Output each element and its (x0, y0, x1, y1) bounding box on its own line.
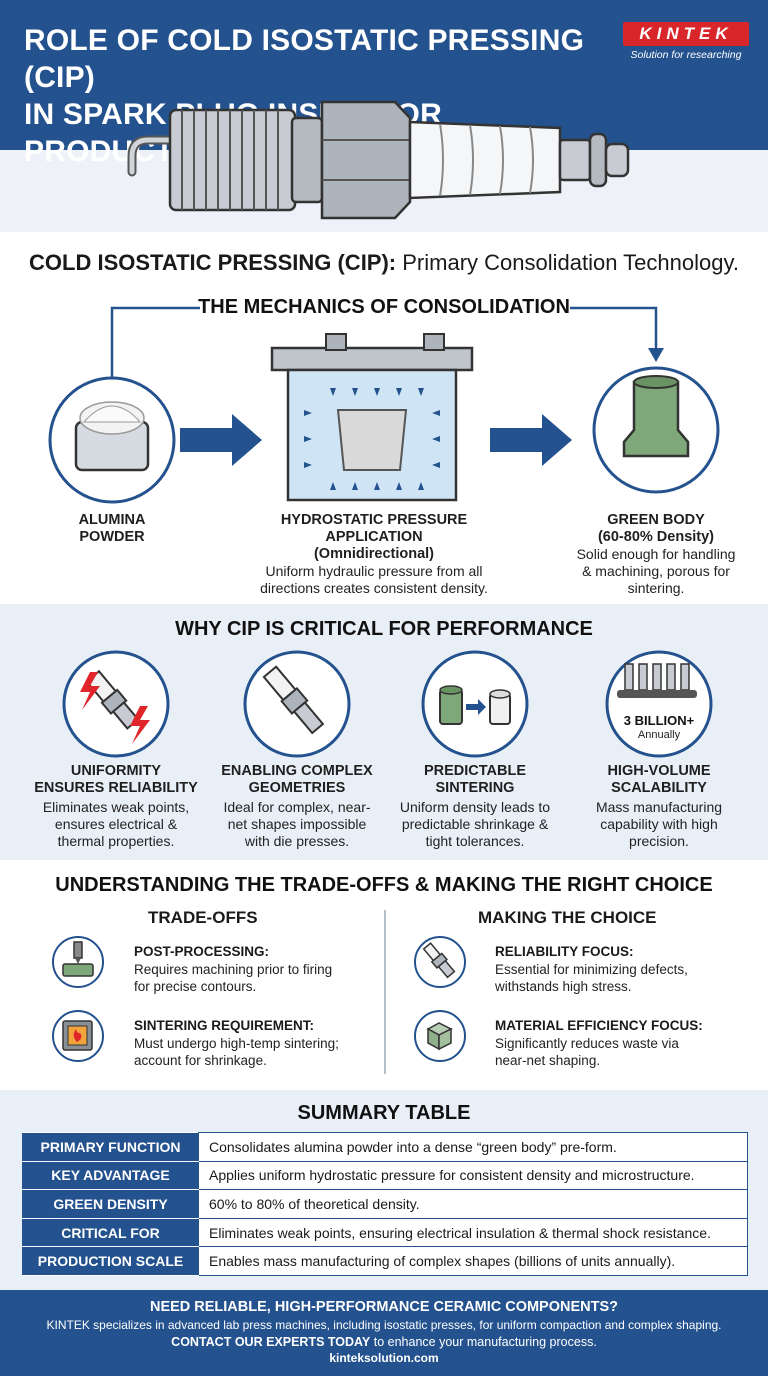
choice-material-efficiency-desc: Significantly reduces waste via near-net… (495, 1036, 679, 1068)
header: ROLE OF COLD ISOSTATIC PRESSING (CIP) IN… (0, 0, 768, 232)
logo-tagline: Solution for researching (630, 49, 742, 61)
step-alumina-powder-label: ALUMINA POWDER (78, 512, 146, 545)
spark-plug-illustration (127, 100, 630, 220)
step-hydrostatic-desc: Uniform hydraulic pressure from all dire… (260, 563, 488, 596)
tradeoff-post-processing-desc: Requires machining prior to firing for p… (134, 962, 333, 994)
row-key: CRITICAL FOR (22, 1217, 199, 1248)
subtitle: COLD ISOSTATIC PRESSING (CIP): Primary C… (0, 250, 768, 276)
row-value: Enables mass manufacturing of complex sh… (198, 1246, 748, 1276)
tradeoff-sintering-desc: Must undergo high-temp sintering; accoun… (134, 1036, 339, 1068)
cta-bold[interactable]: CONTACT OUR EXPERTS TODAY (171, 1335, 371, 1349)
tradeoff-sintering-title: SINTERING REQUIREMENT: (134, 1018, 315, 1033)
choice-material-efficiency-title: MATERIAL EFFICIENCY FOCUS: (495, 1018, 703, 1033)
footer: NEED RELIABLE, HIGH-PERFORMANCE CERAMIC … (0, 1290, 768, 1376)
footer-headline: NEED RELIABLE, HIGH-PERFORMANCE CERAMIC … (149, 1299, 619, 1315)
scalability-badge-sub: Annually (637, 729, 681, 741)
why-item-uniformity-title: UNIFORMITY ENSURES RELIABILITY (34, 763, 198, 796)
logo-wordmark: KINTEK (623, 22, 749, 46)
row-key: KEY ADVANTAGE (22, 1160, 199, 1191)
summary-title: SUMMARY TABLE (297, 1102, 471, 1124)
table-row: PRODUCTION SCALE Enables mass manufactur… (22, 1246, 748, 1276)
why-item-geometry-title: ENABLING COMPLEX GEOMETRIES (221, 763, 373, 796)
footer-cta[interactable]: CONTACT OUR EXPERTS TODAY to enhance you… (0, 1335, 768, 1349)
row-key: GREEN DENSITY (22, 1189, 199, 1219)
why-icons (62, 650, 713, 758)
tradeoff-post-processing-title: POST-PROCESSING: (134, 944, 270, 959)
table-row: KEY ADVANTAGE Applies uniform hydrostati… (22, 1160, 748, 1191)
choice-reliability-title: RELIABILITY FOCUS: (495, 944, 634, 959)
mechanics-diagram (48, 306, 720, 504)
why-title: WHY CIP IS CRITICAL FOR PERFORMANCE (175, 618, 593, 640)
cube-icon (414, 1010, 466, 1062)
step-green-body-desc: Solid enough for handling & machining, p… (576, 546, 736, 596)
tradeoffs-right-head: MAKING THE CHOICE (478, 908, 657, 927)
tradeoffs-title: UNDERSTANDING THE TRADE-OFFS & MAKING TH… (55, 874, 713, 896)
scalability-badge: 3 BILLION+ (623, 713, 695, 728)
row-key: PRIMARY FUNCTION (22, 1132, 199, 1162)
footer-website-link[interactable]: kinteksolution.com (329, 1351, 439, 1365)
row-value: Applies uniform hydrostatic pressure for… (198, 1160, 748, 1191)
row-value: Consolidates alumina powder into a dense… (198, 1132, 748, 1162)
machining-icon (52, 936, 104, 988)
row-value: 60% to 80% of theoretical density. (198, 1189, 748, 1219)
step-green-body-label: GREEN BODY (60-80% Density) (597, 512, 715, 545)
why-item-sintering-title: PREDICTABLE SINTERING (423, 763, 527, 796)
tradeoffs-left-head: TRADE-OFFS (148, 908, 258, 927)
table-row: GREEN DENSITY 60% to 80% of theoretical … (22, 1189, 748, 1219)
choice-reliability-desc: Essential for minimizing defects, withst… (495, 962, 688, 994)
row-key: PRODUCTION SCALE (22, 1246, 199, 1276)
table-row: CRITICAL FOR Eliminates weak points, ens… (22, 1217, 748, 1248)
kintek-logo[interactable]: KINTEK Solution for researching (620, 22, 752, 64)
why-item-sintering-desc: Uniform density leads to predictable shr… (399, 799, 551, 849)
column-divider (384, 910, 386, 1074)
spark-plug-icon (414, 936, 466, 988)
summary-table: PRIMARY FUNCTION Consolidates alumina po… (22, 1132, 748, 1276)
cta-rest: to enhance your manufacturing process. (370, 1335, 597, 1349)
subtitle-rest: Primary Consolidation Technology. (396, 250, 739, 275)
mechanics-title: THE MECHANICS OF CONSOLIDATION (198, 296, 570, 318)
furnace-icon (52, 1010, 104, 1062)
subtitle-bold: COLD ISOSTATIC PRESSING (CIP): (29, 250, 397, 275)
step-hydrostatic-label: HYDROSTATIC PRESSURE APPLICATION (Omnidi… (280, 512, 468, 562)
row-value: Eliminates weak points, ensuring electri… (198, 1217, 748, 1248)
footer-description: KINTEK specializes in advanced lab press… (46, 1318, 722, 1332)
why-item-geometry-desc: Ideal for complex, near- net shapes impo… (223, 799, 371, 849)
why-item-scalability-title: HIGH-VOLUME SCALABILITY (607, 763, 711, 796)
title-line-1: ROLE OF COLD ISOSTATIC PRESSING (CIP) (24, 24, 585, 94)
why-item-scalability-desc: Mass manufacturing capability with high … (595, 799, 723, 849)
table-row: PRIMARY FUNCTION Consolidates alumina po… (22, 1132, 748, 1162)
why-item-uniformity-desc: Eliminates weak points, ensures electric… (42, 799, 190, 849)
